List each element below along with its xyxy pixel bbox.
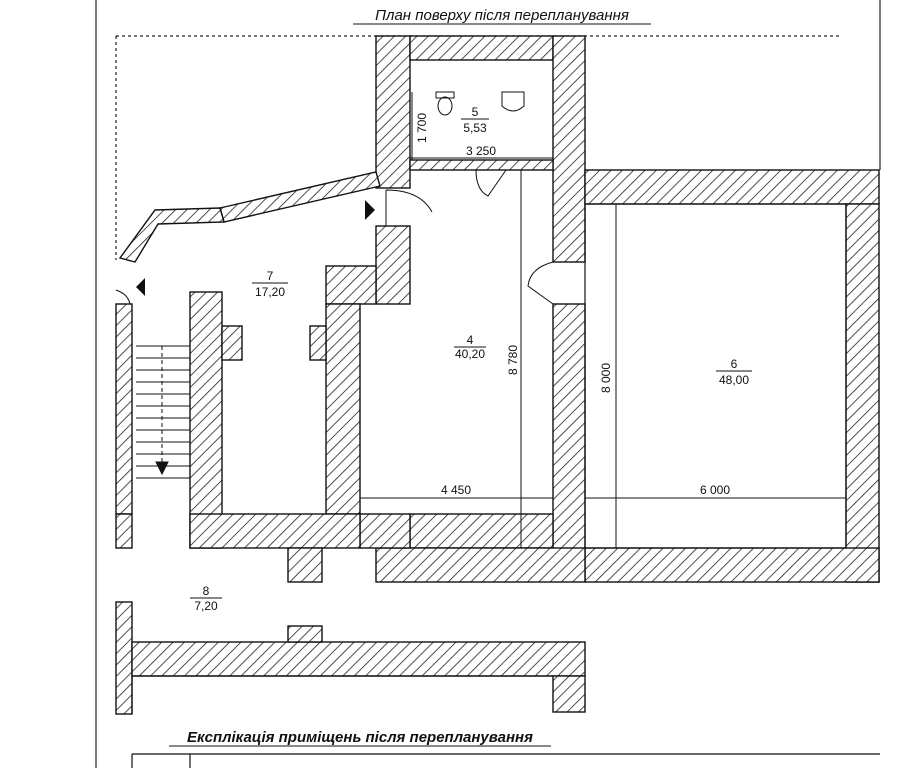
sanitary-fixtures (435, 91, 525, 116)
svg-text:40,20: 40,20 (455, 347, 485, 361)
wall-room4-corner (359, 513, 411, 549)
wall-room8-bottom (131, 641, 586, 677)
wall-central-upper (552, 35, 586, 263)
room-5-label: 5 5,53 (461, 105, 489, 135)
plan-title: План поверху після перепланування (375, 7, 629, 24)
wall-room7-pilaster (221, 325, 243, 361)
wall-room5-left (375, 35, 411, 189)
toilet-tank-icon (435, 91, 455, 99)
dim-6000: 6 000 (700, 483, 730, 497)
toilet-icon (437, 96, 453, 116)
svg-text:6: 6 (731, 357, 738, 371)
dim-1700: 1 700 (415, 113, 429, 143)
svg-text:7,20: 7,20 (194, 599, 218, 613)
wall-room4-pilaster (309, 325, 327, 361)
wall-slanted-left (118, 207, 225, 263)
wall-room4-topleft (375, 225, 411, 305)
dimension-lines (360, 92, 846, 548)
wall-room8-bump (287, 625, 323, 643)
explication-table (131, 753, 880, 768)
dim-8000: 8 000 (599, 363, 613, 393)
dim-4450: 4 450 (441, 483, 471, 497)
svg-text:5,53: 5,53 (463, 121, 487, 135)
entry-arrows (136, 200, 375, 296)
svg-text:17,20: 17,20 (255, 285, 285, 299)
wall-stair-left-lower (115, 513, 133, 549)
wall-room4-left (325, 303, 361, 515)
room-6-label: 6 48,00 (716, 357, 752, 387)
wall-room4-bottom (409, 513, 554, 549)
room-8-label: 8 7,20 (190, 584, 222, 613)
wall-slanted (219, 171, 381, 223)
dim-3250: 3 250 (466, 144, 496, 158)
svg-text:7: 7 (267, 269, 274, 283)
wall-central-lower (552, 303, 586, 551)
wall-room6-right (845, 203, 880, 583)
wall-room8-left (115, 601, 133, 715)
wall-bottom-join (375, 547, 586, 583)
room-4-label: 4 40,20 (454, 333, 486, 361)
wall-room6-top (584, 169, 880, 205)
svg-text:4: 4 (467, 333, 474, 347)
dim-8780: 8 780 (506, 345, 520, 375)
wall-room8-right (552, 675, 586, 713)
svg-text:8: 8 (203, 584, 210, 598)
doors (115, 169, 554, 305)
wall-room5-bottom (409, 159, 554, 171)
explication-title: Експлікація приміщень після переплануван… (187, 729, 533, 746)
svg-text:48,00: 48,00 (719, 373, 749, 387)
room-outlines (131, 203, 847, 714)
walls (115, 35, 880, 715)
stairs (136, 345, 190, 479)
wall-room5-top (409, 35, 554, 61)
wall-room7-column (189, 291, 223, 549)
sink-icon (501, 91, 525, 112)
room-7-label: 7 17,20 (252, 269, 288, 299)
wall-room7-bottom (189, 513, 361, 549)
wall-room6-bottom (584, 547, 880, 583)
wall-stair-left (115, 303, 133, 515)
wall-room4-step (325, 265, 377, 305)
wall-room8-notch (287, 547, 323, 583)
svg-text:5: 5 (472, 105, 479, 119)
arrow-right-icon (365, 200, 375, 220)
arrow-left-icon (136, 278, 145, 296)
